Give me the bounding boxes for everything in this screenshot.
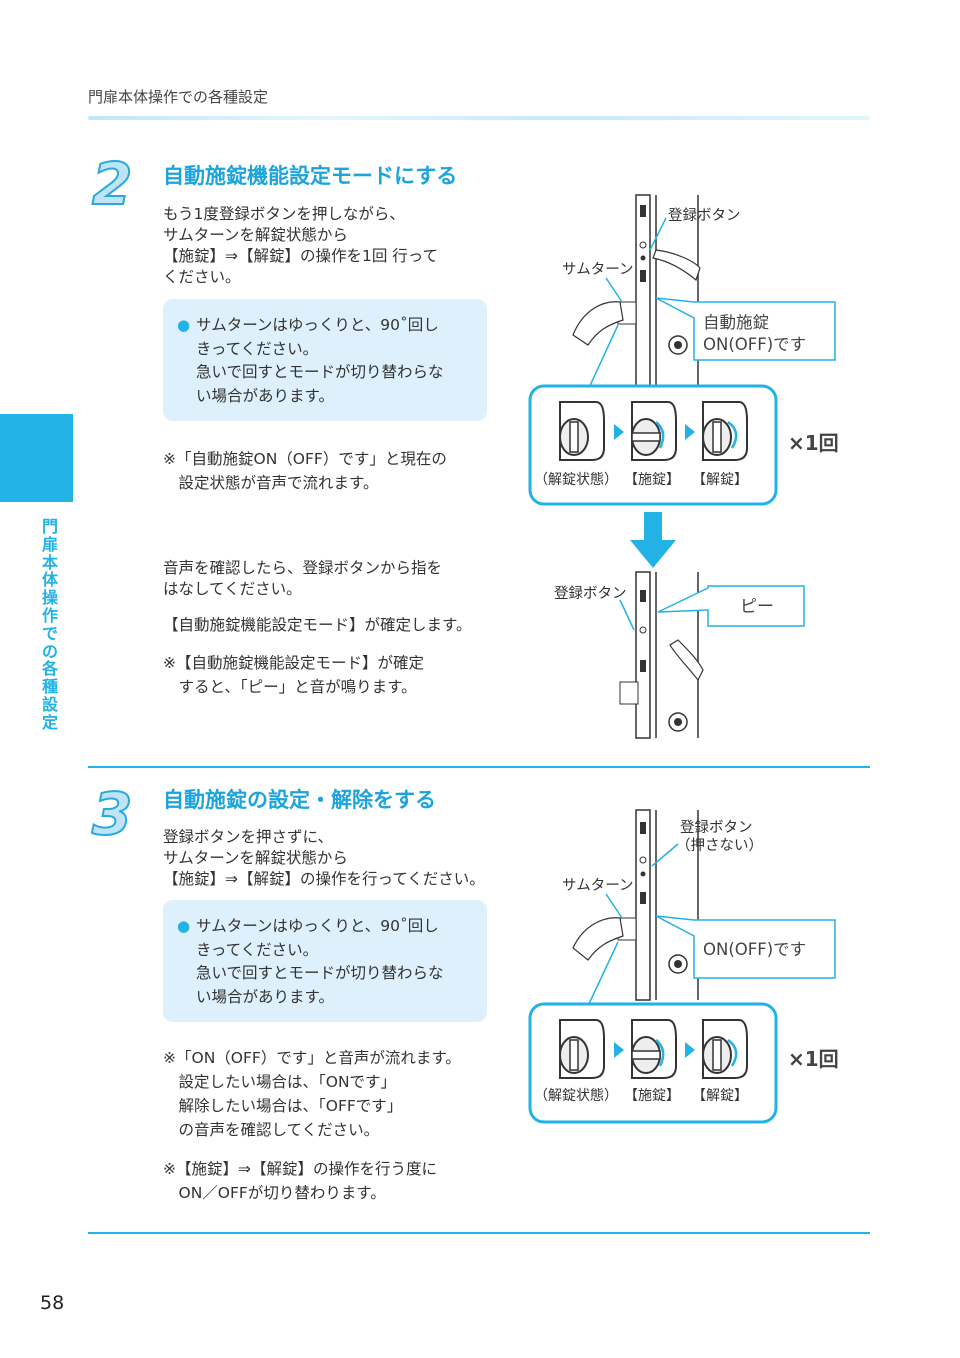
state-unlock-label: 【解錠】 [692,1088,748,1104]
label-thumbturn: サムターン [562,877,634,894]
label-thumbturn: サムターン [562,261,634,278]
gate-post [635,571,651,739]
arrow-right-icon [614,424,624,440]
side-tab-block [0,414,73,502]
hand-icon [572,917,624,961]
section-divider [88,766,870,768]
thumbturn-unlocked-icon [559,1019,605,1079]
step-3-note: サムターンはゆっくりと、90˚回し きってください。 急いで回すとモードが切り替… [196,917,444,1006]
bubble-on-off: ON(OFF)です [703,940,806,959]
side-tab-label: 門扉本体操作での各種設定 [41,517,58,732]
step-2-operation-figure: 登録ボタン サムターン 自動施錠 ON(OFF)です （解錠状態） 【施錠】 【… [528,194,839,506]
speech-bubble [655,915,836,979]
thumbturn-unlock-icon [702,401,748,461]
times-label: ×1回 [788,431,839,455]
down-arrow-icon [630,512,676,568]
bubble-line-1: 自動施錠 [703,313,769,332]
step-3-note-box [163,900,487,1022]
step-3-operation-figure: 登録ボタン （押さない） サムターン ON(OFF)です （解錠状態） 【施錠】… [528,809,839,1124]
finger-release-icon [669,639,704,682]
state-unlocked-label: （解錠状態） [534,1088,618,1104]
state-unlocked-label: （解錠状態） [534,472,618,488]
step-3-instruction: 登録ボタンを押さずに、 サムターンを解錠状態から 【施錠】⇒【解錠】の操作を行っ… [163,828,485,888]
section-divider [88,1232,870,1234]
step-2-confirm-text: 音声を確認したら、登録ボタンから指を はなしてください。 [163,559,443,598]
step-2-instruction: もう1度登録ボタンを押しながら、 サムターンを解錠状態から 【施錠】⇒【解錠】の… [163,205,439,286]
speech-bubble [655,297,836,361]
finger-press-icon [652,249,701,282]
step-3-note-bullet: ● [177,917,191,935]
page-number: 58 [40,1292,65,1314]
bubble-line-2: ON(OFF)です [703,335,806,354]
thumbturn-lock-icon [631,1019,677,1079]
label-register-button: 登録ボタン [668,207,741,224]
state-lock-label: 【施錠】 [624,472,680,488]
thumbturn-lock-icon [631,401,677,461]
gate-post [635,194,651,391]
step-2-note-bullet: ● [177,316,191,334]
arrow-right-icon [685,1042,695,1058]
label-do-not-press: （押さない） [676,837,763,854]
step-2-note: サムターンはゆっくりと、90˚回し きってください。 急いで回すとモードが切り替… [196,316,444,405]
times-label: ×1回 [788,1047,839,1071]
bubble-beep: ピー [740,597,774,617]
thumbturn-unlock-icon [702,1019,748,1079]
header-divider [88,116,870,120]
page-header-title: 門扉本体操作での各種設定 [88,88,269,106]
state-lock-label: 【施錠】 [624,1088,680,1104]
step-3-remark-1: ※「ON（OFF）です」と音声が流れます。 設定したい場合は、「ONです」 解除… [163,1049,461,1139]
hand-icon [572,301,624,346]
arrow-right-icon [614,1042,624,1058]
label-register-button: 登録ボタン [680,819,753,836]
step-3-title: 自動施錠の設定・解除をする [163,788,436,812]
step-3-remark-2: ※【施錠】⇒【解錠】の操作を行う度に ON／OFFが切り替わります。 [163,1160,437,1202]
step-number-2: 2 [91,149,133,219]
arrow-right-icon [685,424,695,440]
step-2-confirm-mode: 【自動施錠機能設定モード】が確定します。 [163,616,472,634]
speech-bubble [657,585,805,627]
step-2-release-figure: 登録ボタン ピー [554,571,805,739]
label-register-button: 登録ボタン [554,585,627,602]
step-2-note-box [163,299,487,421]
step-2-remark: ※「自動施錠ON（OFF）です」と現在の 設定状態が音声で流れます。 [163,450,447,492]
step-number-3: 3 [91,779,133,849]
step-2-title: 自動施錠機能設定モードにする [163,164,458,188]
thumbturn-unlocked-icon [559,401,605,461]
gate-post [635,809,651,1001]
step-2-confirm-remark: ※【自動施錠機能設定モード】が確定 すると、「ピー」と音が鳴ります。 [163,654,424,696]
state-unlock-label: 【解錠】 [692,472,748,488]
